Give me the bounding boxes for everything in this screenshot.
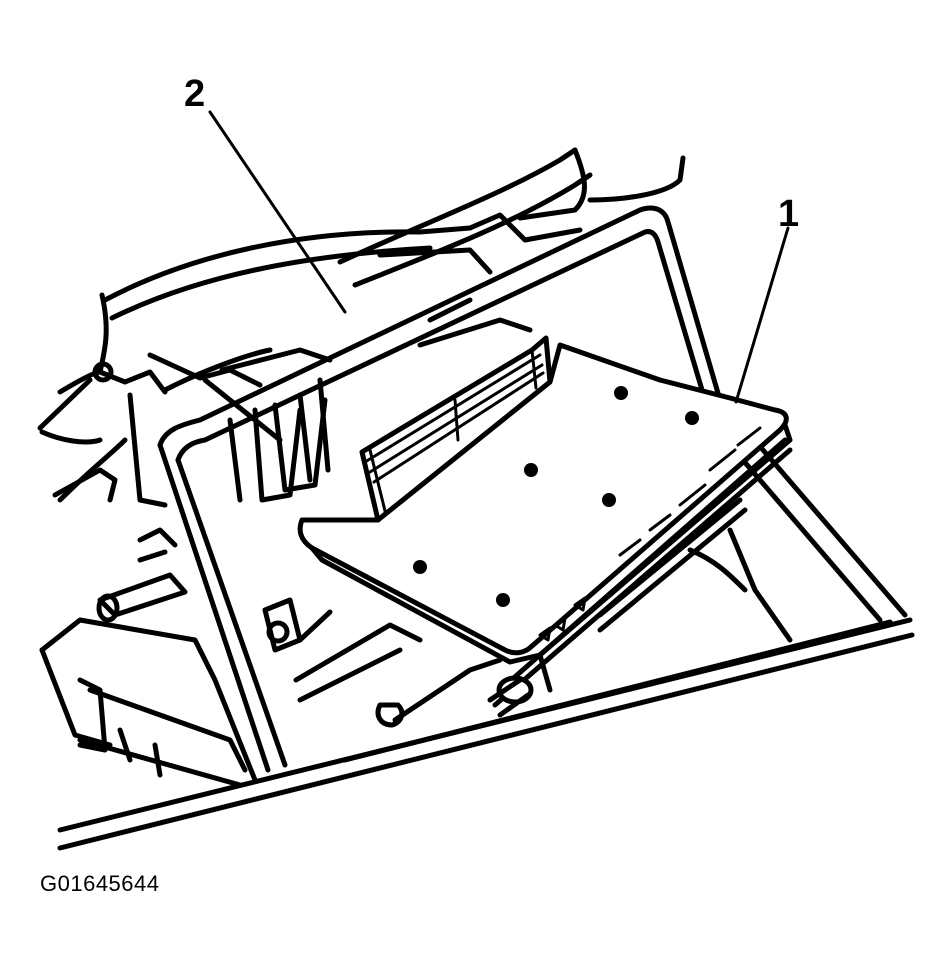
glove-box-housing <box>96 205 723 773</box>
air-filter-strip <box>359 335 553 523</box>
figure-id: G01645644 <box>40 871 160 896</box>
lower-bracket <box>39 617 258 788</box>
callout-leaders <box>208 110 790 404</box>
dashboard-structure <box>37 147 686 508</box>
leader-2 <box>208 110 347 314</box>
glove-box-door <box>297 342 793 723</box>
callout-2-label: 2 <box>184 73 206 115</box>
leader-1 <box>734 226 790 404</box>
callout-1-label: 1 <box>778 193 800 235</box>
